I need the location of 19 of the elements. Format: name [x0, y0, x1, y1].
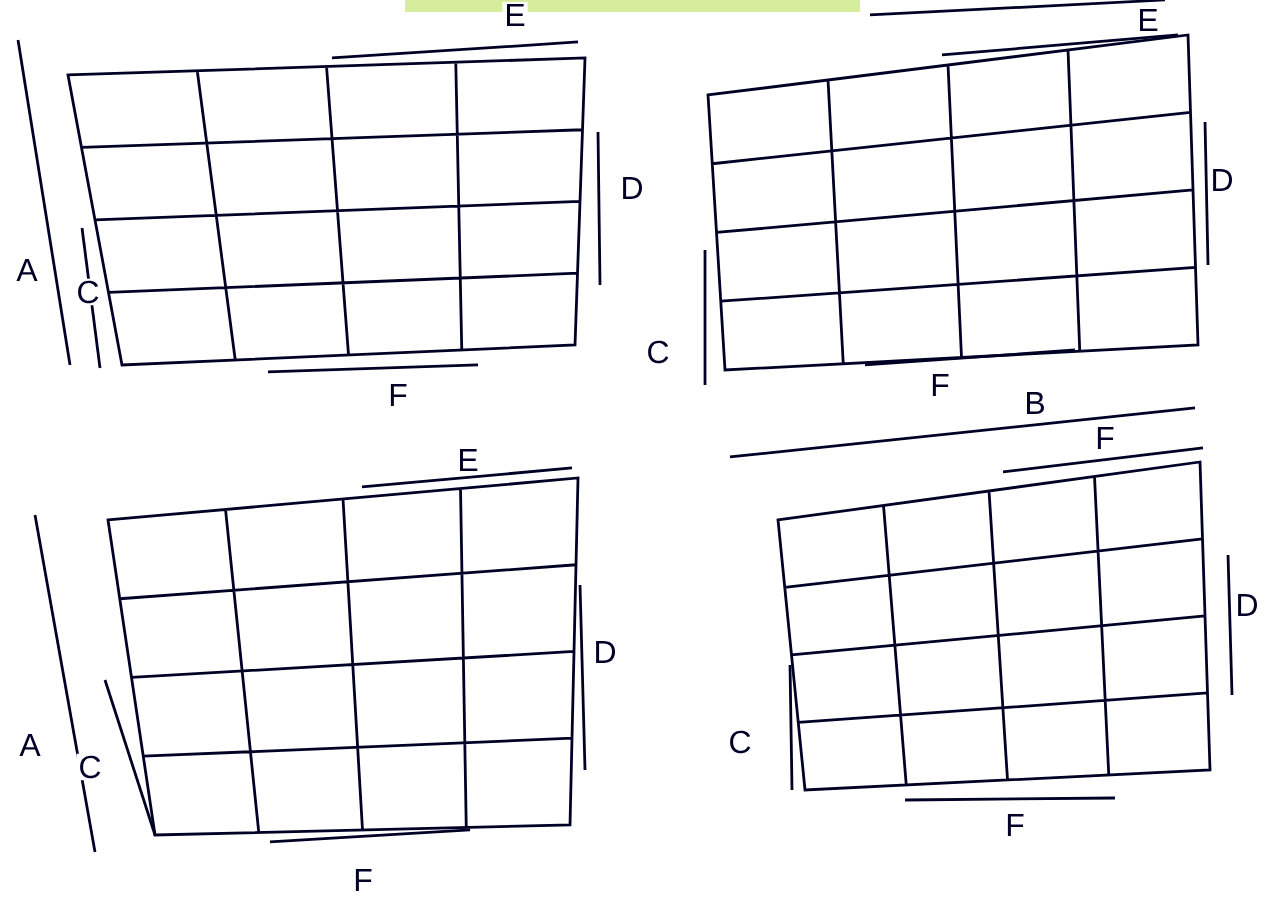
dimension-label: D [618, 175, 646, 201]
dimension-label: F [928, 372, 952, 398]
dimension-label: D [1208, 167, 1236, 193]
dimension-label: B [1022, 390, 1048, 416]
dimension-label: F [1093, 425, 1117, 451]
dimension-label: F [1003, 812, 1027, 838]
dimension-label: C [74, 278, 102, 306]
dimension-label: A [14, 257, 40, 283]
dimension-label: A [17, 732, 43, 758]
dimension-label: C [644, 338, 672, 366]
dimension-label: C [726, 728, 754, 756]
dimension-label: F [351, 867, 375, 893]
dimension-label: E [455, 447, 481, 473]
dimension-label: D [591, 639, 619, 665]
dimension-label: F [386, 382, 410, 408]
dimension-label: D [1233, 592, 1261, 618]
dimension-label: E [502, 2, 528, 28]
dimension-label: C [76, 753, 104, 781]
dimension-label: E [1135, 7, 1161, 33]
